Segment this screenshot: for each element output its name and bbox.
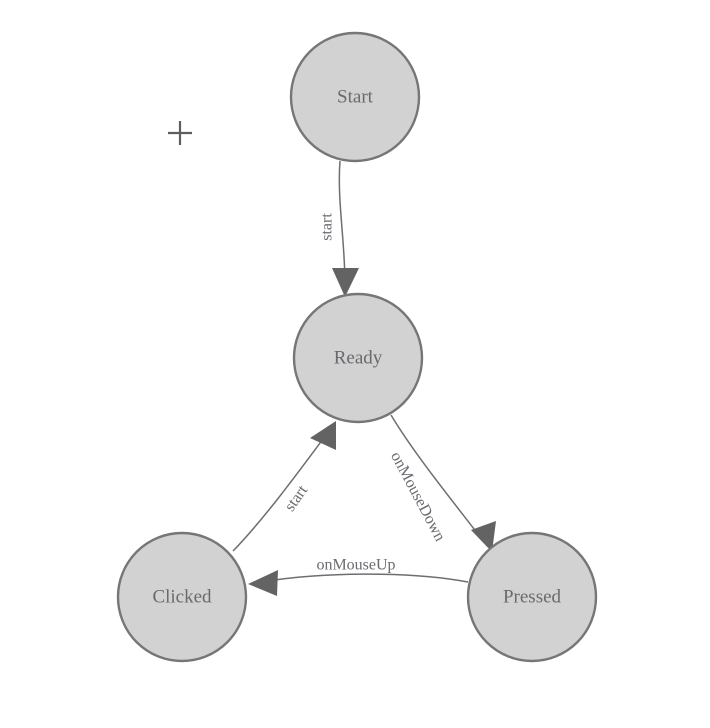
node-ready[interactable]: Ready <box>292 292 424 424</box>
node-pressed[interactable]: Pressed <box>466 531 598 663</box>
node-clicked-label: Clicked <box>152 586 212 607</box>
edge-path-ready-to-pressed <box>390 414 485 543</box>
node-ready-label: Ready <box>334 347 383 368</box>
node-start[interactable]: Start <box>289 31 421 163</box>
edge-path-clicked-to-ready <box>232 434 327 552</box>
node-pressed-circle <box>466 531 598 663</box>
edge-label-start-to-ready: start <box>319 213 336 241</box>
arrowhead-ready-to-pressed <box>471 521 496 552</box>
edge-label-pressed-to-clicked: onMouseUp <box>316 557 395 574</box>
node-clicked[interactable]: Clicked <box>116 531 248 663</box>
node-start-circle <box>289 31 421 163</box>
edge-path-pressed-to-clicked <box>261 573 469 583</box>
edge-start-to-ready[interactable]: start <box>319 160 359 297</box>
edge-ready-to-pressed[interactable]: onMouseDown <box>387 414 496 552</box>
edge-label-ready-to-pressed: onMouseDown <box>387 449 448 544</box>
arrowhead-start-to-ready <box>332 268 359 297</box>
edge-label-clicked-to-ready: start <box>281 482 311 515</box>
edge-pressed-to-clicked[interactable]: onMouseUp <box>248 557 469 596</box>
node-start-label: Start <box>337 86 374 107</box>
node-pressed-label: Pressed <box>503 586 562 607</box>
edge-clicked-to-ready[interactable]: start <box>232 421 336 552</box>
arrowhead-pressed-to-clicked <box>248 570 278 596</box>
node-ready-circle <box>292 292 424 424</box>
edge-path-start-to-ready <box>338 160 346 286</box>
arrowhead-clicked-to-ready <box>310 421 336 450</box>
crosshair-icon[interactable] <box>168 121 192 145</box>
node-clicked-circle <box>116 531 248 663</box>
